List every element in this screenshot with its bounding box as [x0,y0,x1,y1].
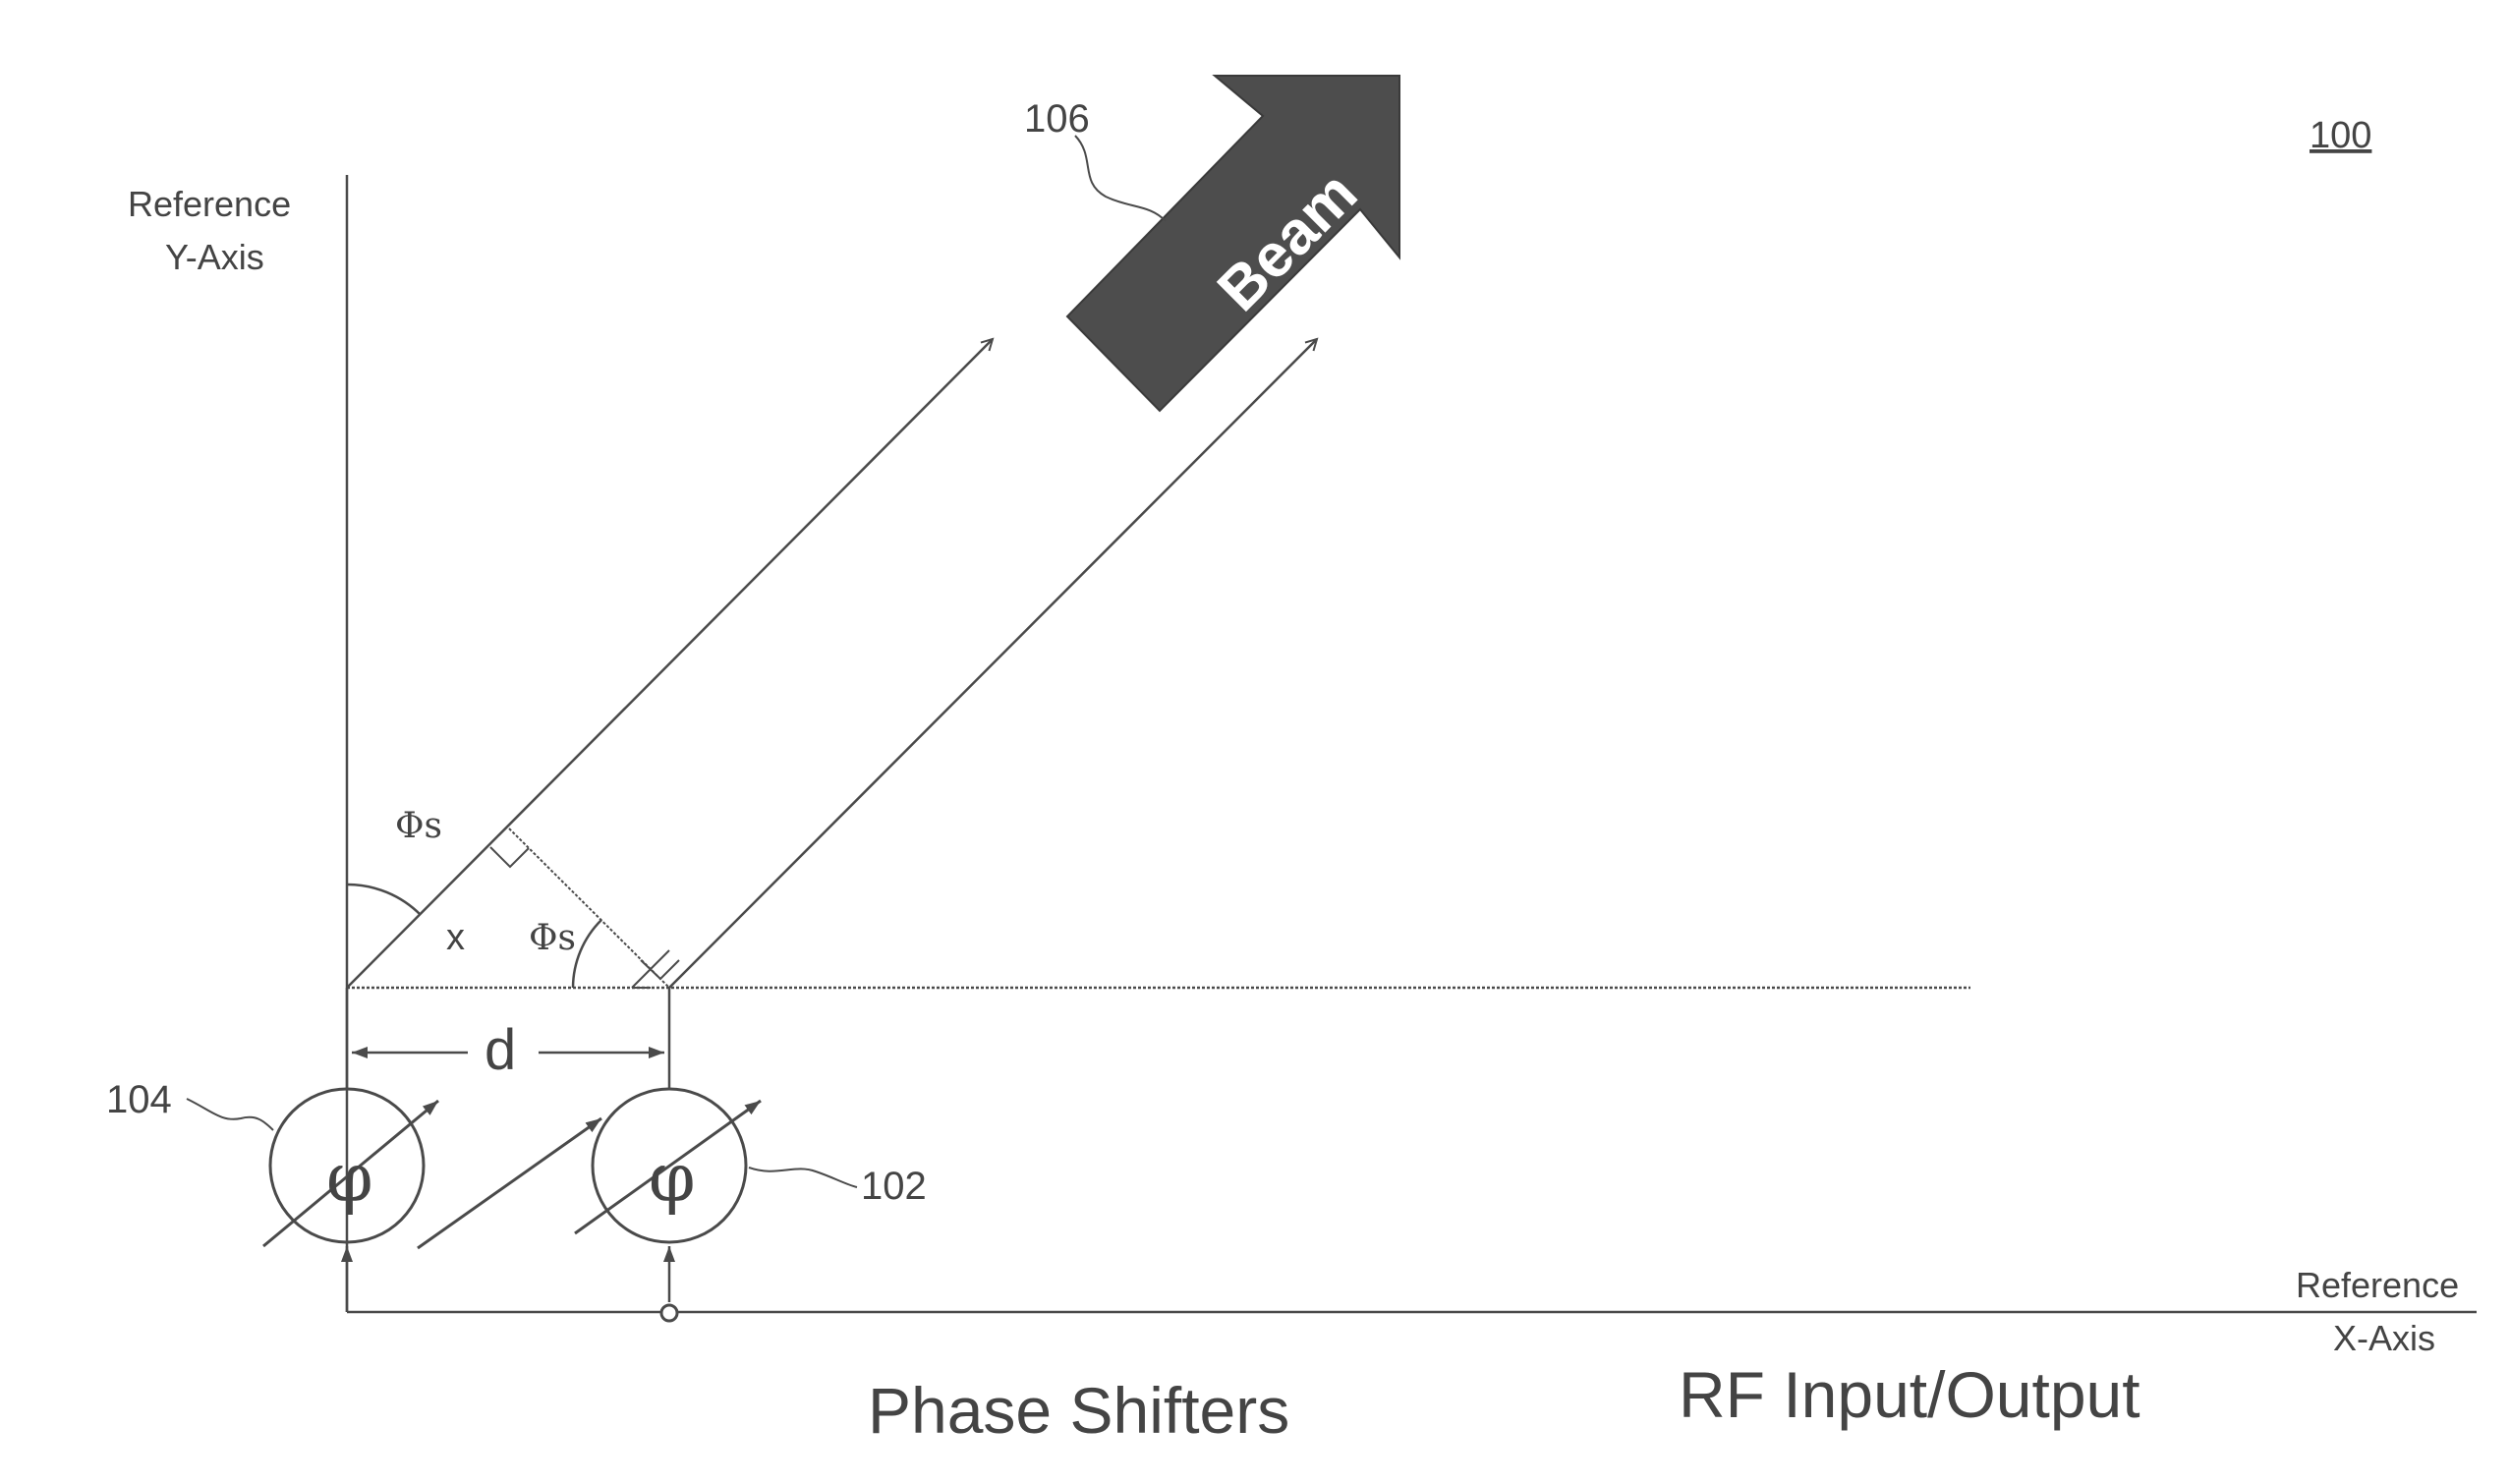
phase-shifter-102-ref: 102 [861,1165,927,1208]
figure-reference: 100 [2310,115,2371,156]
rf-feed-node [661,1305,677,1321]
phase-shifter-104-symbol: φ [326,1140,373,1218]
y-axis-label-line1: Reference [128,184,291,224]
phase-shift-gradient-arrow [418,1118,601,1248]
steer-angle-label-mid: Φs [529,918,576,958]
phase-shifter-102-symbol: φ [649,1140,696,1218]
beam-arrow-body [1067,76,1399,411]
left-propagation-ray [347,339,993,988]
phase-shifter-102: φ [575,1089,761,1242]
right-angle-marker-top [490,847,529,867]
right-angle-box-bottom [641,960,679,979]
spacing-label: d [485,1018,516,1082]
phase-shifter-102-leader [749,1168,857,1187]
steer-angle-label-top: Φs [395,806,442,846]
phase-shifters-caption: Phase Shifters [868,1374,1289,1447]
steer-angle-arc-mid [573,920,601,988]
steer-angle-arc-top [347,885,421,915]
beam-ref-label: 106 [1024,97,1090,141]
beam-arrow: Beam [1067,76,1399,411]
x-axis-label-line2: X-Axis [2333,1318,2435,1358]
phase-shifter-104-leader [187,1099,273,1130]
phase-shifter-104-ref: 104 [106,1078,172,1121]
y-axis-label-line2: Y-Axis [165,237,264,277]
right-propagation-ray [669,339,1317,988]
phase-shifter-104: φ [263,1089,438,1246]
path-difference-label: x [446,917,465,958]
beam-ref-leader [1075,136,1166,221]
x-axis-label-line1: Reference [2296,1265,2459,1305]
rf-io-caption: RF Input/Output [1679,1358,2140,1431]
